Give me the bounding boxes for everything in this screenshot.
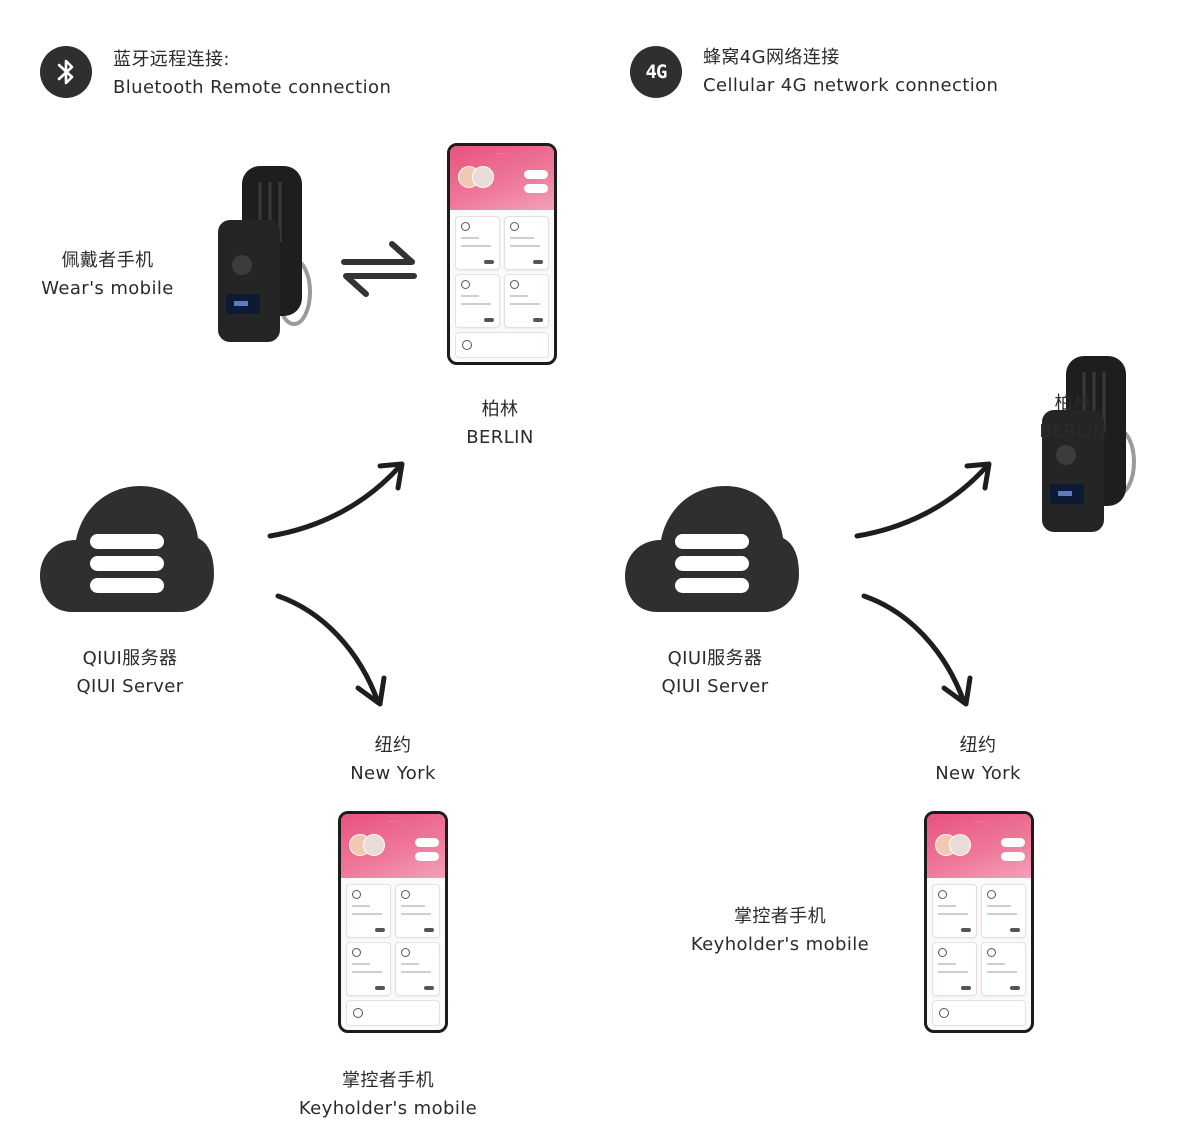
cloud-server-icon: [40, 486, 214, 618]
newyork-label: 纽约 New York: [333, 732, 453, 788]
bluetooth-header-en: Bluetooth Remote connection: [113, 77, 392, 98]
4g-badge-text: 4G: [645, 61, 668, 83]
cellular-header-cn: 蜂窝4G网络连接: [703, 47, 840, 68]
berlin-label-en: BERLIN: [466, 427, 534, 448]
cellular-header: 蜂窝4G网络连接 Cellular 4G network connection: [703, 44, 998, 100]
server-label-right-en: QIUI Server: [661, 676, 769, 697]
arrow-to-newyork: [274, 592, 394, 716]
berlin-phone: · · · ·: [447, 143, 557, 365]
bluetooth-header-cn: 蓝牙远程连接:: [113, 49, 230, 70]
server-label-en: QIUI Server: [76, 676, 184, 697]
berlin-label-right-cn: 柏林: [1054, 393, 1092, 414]
newyork-label-right-en: New York: [935, 763, 1021, 784]
server-label-cn: QIUI服务器: [82, 648, 178, 669]
berlin-label: 柏林 BERLIN: [440, 396, 560, 452]
wearable-device-right: [1030, 352, 1150, 542]
keyholder-label-en: Keyholder's mobile: [298, 1098, 478, 1119]
cloud-server-icon-right: [625, 486, 799, 618]
keyholder-label-cn: 掌控者手机: [342, 1070, 434, 1091]
berlin-label-right: 柏林 BERLIN: [1013, 390, 1133, 446]
newyork-label-cn: 纽约: [374, 735, 412, 756]
keyholder-label-right-cn: 掌控者手机: [734, 906, 826, 927]
arrow-to-berlin-right: [854, 460, 995, 544]
keyholder-label: 掌控者手机 Keyholder's mobile: [288, 1067, 488, 1123]
wearer-mobile-label: 佩戴者手机 Wear's mobile: [30, 247, 185, 303]
server-label-right: QIUI服务器 QIUI Server: [640, 645, 790, 701]
berlin-label-cn: 柏林: [481, 399, 519, 420]
server-label-right-cn: QIUI服务器: [667, 648, 763, 669]
keyholder-label-right-en: Keyholder's mobile: [690, 934, 870, 955]
newyork-phone-right: · · · ·: [924, 811, 1034, 1033]
server-label: QIUI服务器 QIUI Server: [55, 645, 205, 701]
wearable-device: [212, 162, 332, 352]
newyork-label-right: 纽约 New York: [918, 732, 1038, 788]
newyork-phone: · · · ·: [338, 811, 448, 1033]
bluetooth-icon: [40, 46, 92, 98]
arrow-to-newyork-right: [860, 592, 980, 716]
keyholder-label-right: 掌控者手机 Keyholder's mobile: [680, 903, 880, 959]
bluetooth-header: 蓝牙远程连接: Bluetooth Remote connection: [113, 46, 391, 102]
4g-icon: 4G: [630, 46, 682, 98]
newyork-label-en: New York: [350, 763, 436, 784]
newyork-label-right-cn: 纽约: [959, 735, 997, 756]
swap-arrows-icon: [340, 240, 418, 302]
cellular-header-en: Cellular 4G network connection: [703, 75, 999, 96]
arrow-to-berlin: [267, 460, 408, 544]
berlin-label-right-en: BERLIN: [1039, 421, 1107, 442]
wearer-label-cn: 佩戴者手机: [61, 250, 154, 271]
wearer-label-en: Wear's mobile: [41, 278, 174, 299]
